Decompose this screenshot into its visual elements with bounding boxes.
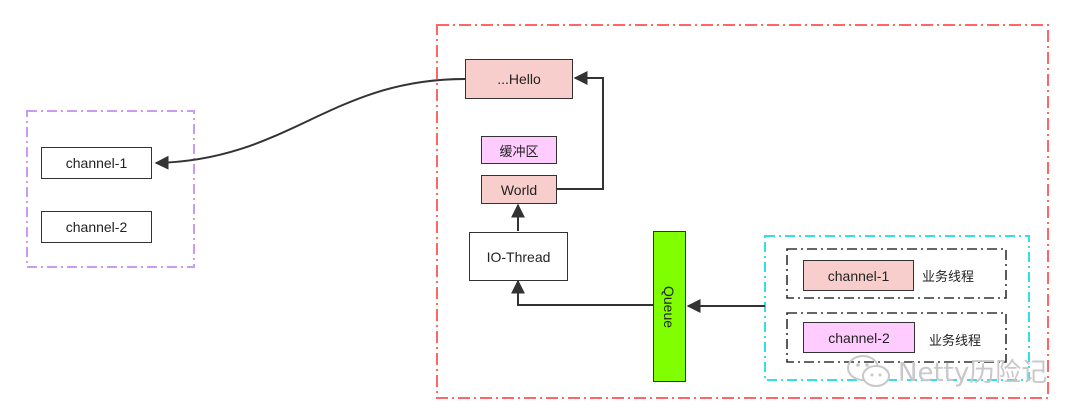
business-thread-label-2: 业务线程 bbox=[929, 334, 982, 349]
business-channel-1-node: channel-1 bbox=[803, 260, 914, 291]
server-frame bbox=[436, 24, 1049, 399]
business-channel-2-node: channel-2 bbox=[803, 322, 915, 353]
world-to-hello-connector bbox=[557, 71, 604, 190]
client-frame bbox=[26, 110, 195, 268]
io-thread-label: IO-Thread bbox=[486, 248, 551, 265]
business-row-frame-2 bbox=[786, 312, 1007, 363]
client-channel-2-label: channel-2 bbox=[65, 219, 128, 235]
client-channel-1-label: channel-1 bbox=[65, 155, 128, 171]
hello-label: ...Hello bbox=[497, 71, 541, 87]
business-channel-2-label: channel-2 bbox=[828, 329, 890, 346]
business-thread-label-1: 业务线程 bbox=[922, 270, 975, 285]
business-row-frame-1 bbox=[786, 248, 1007, 299]
world-label: World bbox=[500, 181, 538, 198]
hello-to-channel1-connector bbox=[154, 78, 466, 170]
watermark: Netty历险记 bbox=[846, 352, 1047, 389]
world-node: World bbox=[481, 175, 557, 204]
hello-node: ...Hello bbox=[465, 59, 573, 99]
watermark-text: Netty历险记 bbox=[898, 358, 1048, 388]
buffer-node: 缓冲区 bbox=[481, 136, 557, 164]
queue-node: Queue bbox=[653, 231, 686, 382]
io-thread-node: IO-Thread bbox=[469, 232, 568, 281]
queue-label: Queue bbox=[661, 285, 678, 328]
wechat-icon bbox=[847, 354, 890, 387]
client-channel-2-node: channel-2 bbox=[41, 211, 152, 243]
buffer-label: 缓冲区 bbox=[499, 144, 539, 160]
business-frame bbox=[764, 235, 1030, 381]
business-channel-1-label: channel-1 bbox=[827, 267, 890, 284]
queue-to-iothread-connector bbox=[511, 279, 653, 306]
client-channel-1-node: channel-1 bbox=[41, 147, 152, 179]
